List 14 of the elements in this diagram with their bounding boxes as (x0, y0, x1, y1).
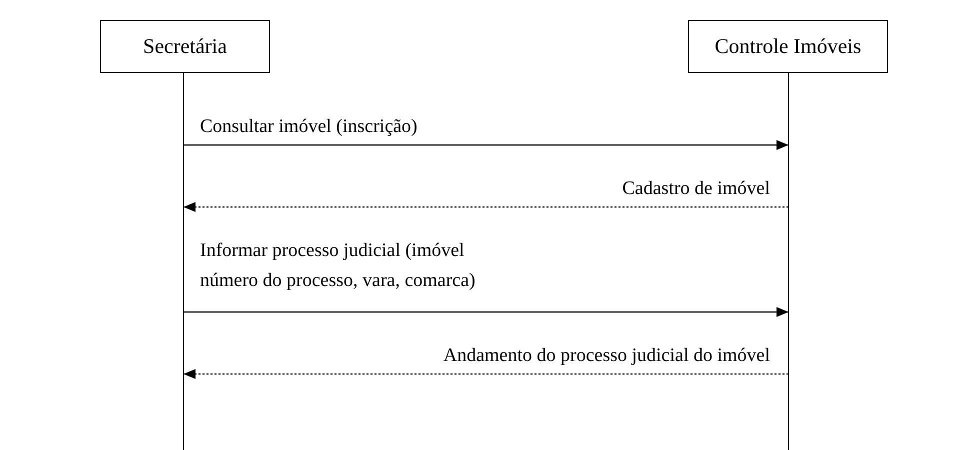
message-label: Cadastro de imóvel (621, 177, 770, 201)
lifeline (183, 73, 184, 450)
message-label: Andamento do processo judicial do imóvel (442, 344, 770, 368)
message-label: Informar processo judicial (imóvel número do processo, vara, comarca) (200, 239, 476, 293)
actor-name: Secretária (143, 34, 227, 59)
lifeline (788, 73, 789, 450)
message-arrow (184, 307, 788, 317)
message-label: Consultar imóvel (inscrição) (200, 115, 418, 139)
actor-box (100, 20, 270, 73)
message-arrow (184, 202, 788, 212)
message-arrow (184, 369, 788, 379)
actor-box (688, 20, 888, 73)
message-arrow (184, 140, 788, 150)
actor-name: Controle Imóveis (714, 34, 862, 59)
